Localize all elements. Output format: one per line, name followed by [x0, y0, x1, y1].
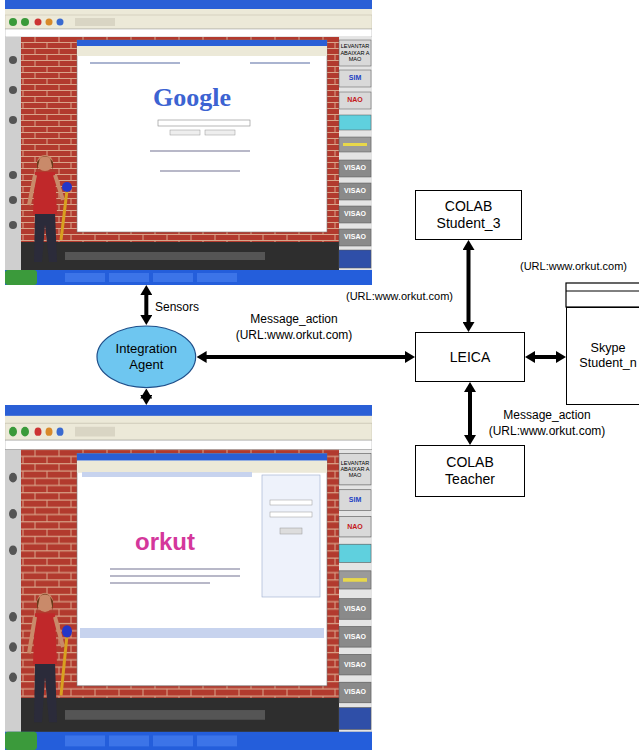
- screenshot-panel: orkut: [5, 405, 372, 750]
- button-slot: VISAO: [339, 599, 371, 620]
- page-text-line: [150, 150, 250, 152]
- button-slot: VISAO: [339, 682, 371, 703]
- search-button: [170, 130, 200, 135]
- button-label: VISAO: [344, 605, 366, 613]
- login-field: [270, 512, 312, 517]
- page-text-line: [110, 582, 210, 584]
- edge-label-slot: Message_action (URL:www.orkut.com): [484, 408, 610, 439]
- double-arrow: [467, 246, 471, 326]
- button-label: LEVANTAR ABAIXAR A MAO: [339, 43, 371, 62]
- page-link-line: [250, 62, 310, 64]
- login-field: [270, 500, 312, 505]
- search-box: [158, 120, 250, 126]
- stacked-window: [566, 283, 639, 307]
- node-label: Skype Student_n: [577, 341, 639, 371]
- page-text-line: [160, 170, 240, 172]
- button-label: NAO: [347, 523, 363, 531]
- page-link-line: [90, 62, 180, 64]
- edge-label: Message_action (URL:www.orkut.com): [484, 408, 610, 439]
- edge-label-slot: (URL:www.orkut.com): [346, 286, 453, 304]
- button-slot: VISAO: [339, 627, 371, 648]
- screenshot-google: [5, 0, 372, 285]
- login-button: [280, 528, 302, 534]
- screenshot-panel: Google: [5, 0, 372, 285]
- button-slot: VISAO: [339, 229, 371, 246]
- edge-label: (URL:www.orkut.com): [520, 259, 627, 273]
- button-slot: VISAO: [339, 206, 371, 223]
- agent-ellipse: Integration Agent: [96, 325, 197, 389]
- search-button: [205, 130, 235, 135]
- edge-label-slot: Sensors: [155, 297, 199, 316]
- login-box: [262, 475, 320, 597]
- button-label: VISAO: [344, 233, 366, 241]
- button-label: VISAO: [344, 187, 366, 195]
- edge-label-slot: Message_action (URL:www.orkut.com): [228, 312, 360, 343]
- node-label: Integration Agent: [110, 341, 182, 372]
- button-slot: VISAO: [339, 654, 371, 675]
- page-logo: orkut: [135, 529, 195, 555]
- button-slot: LEVANTAR ABAIXAR A MAO: [339, 453, 371, 484]
- node-label: COLAB Student_3: [427, 198, 511, 232]
- stacked-window-line: [566, 291, 639, 292]
- page-text-line: [110, 575, 240, 577]
- button-label: VISAO: [344, 688, 366, 696]
- double-arrow: [203, 355, 409, 359]
- button-label: VISAO: [344, 210, 366, 218]
- double-arrow: [468, 388, 472, 439]
- button-label: NAO: [347, 96, 363, 104]
- page-band: [82, 472, 252, 477]
- edge-label: Message_action (URL:www.orkut.com): [228, 312, 360, 343]
- button-slot: NAO: [339, 516, 371, 537]
- button-slot: NAO: [339, 92, 371, 109]
- process-box: COLAB Student_3: [415, 190, 522, 240]
- button-label: SIM: [349, 74, 361, 82]
- process-box: COLAB Teacher: [415, 445, 525, 497]
- node-label: LEICA: [450, 349, 490, 366]
- button-label: VISAO: [344, 661, 366, 669]
- button-label: VISAO: [344, 633, 366, 641]
- button-slot: SIM: [339, 490, 371, 511]
- process-box: LEICA: [415, 332, 525, 382]
- button-label: SIM: [349, 496, 361, 504]
- double-arrow: [144, 291, 148, 319]
- edge-label-slot: (URL:www.orkut.com): [520, 256, 627, 274]
- double-arrow: [531, 355, 560, 359]
- double-arrow: [144, 395, 148, 399]
- button-label: VISAO: [344, 164, 366, 172]
- button-slot: LEVANTAR ABAIXAR A MAO: [339, 40, 371, 66]
- edge-label: Sensors: [155, 300, 199, 316]
- button-slot: VISAO: [339, 160, 371, 177]
- edge-label: (URL:www.orkut.com): [346, 289, 453, 303]
- page-logo: Google: [153, 84, 231, 113]
- screenshot-orkut: [5, 405, 372, 750]
- button-slot: VISAO: [339, 183, 371, 200]
- process-box: Skype Student_n: [566, 307, 639, 405]
- page-band: [80, 628, 324, 638]
- button-label: LEVANTAR ABAIXAR A MAO: [339, 460, 371, 479]
- agent-ellipse-shape: [97, 326, 196, 388]
- button-slot: SIM: [339, 70, 371, 87]
- page-text-line: [110, 568, 240, 570]
- node-label: COLAB Teacher: [428, 454, 512, 488]
